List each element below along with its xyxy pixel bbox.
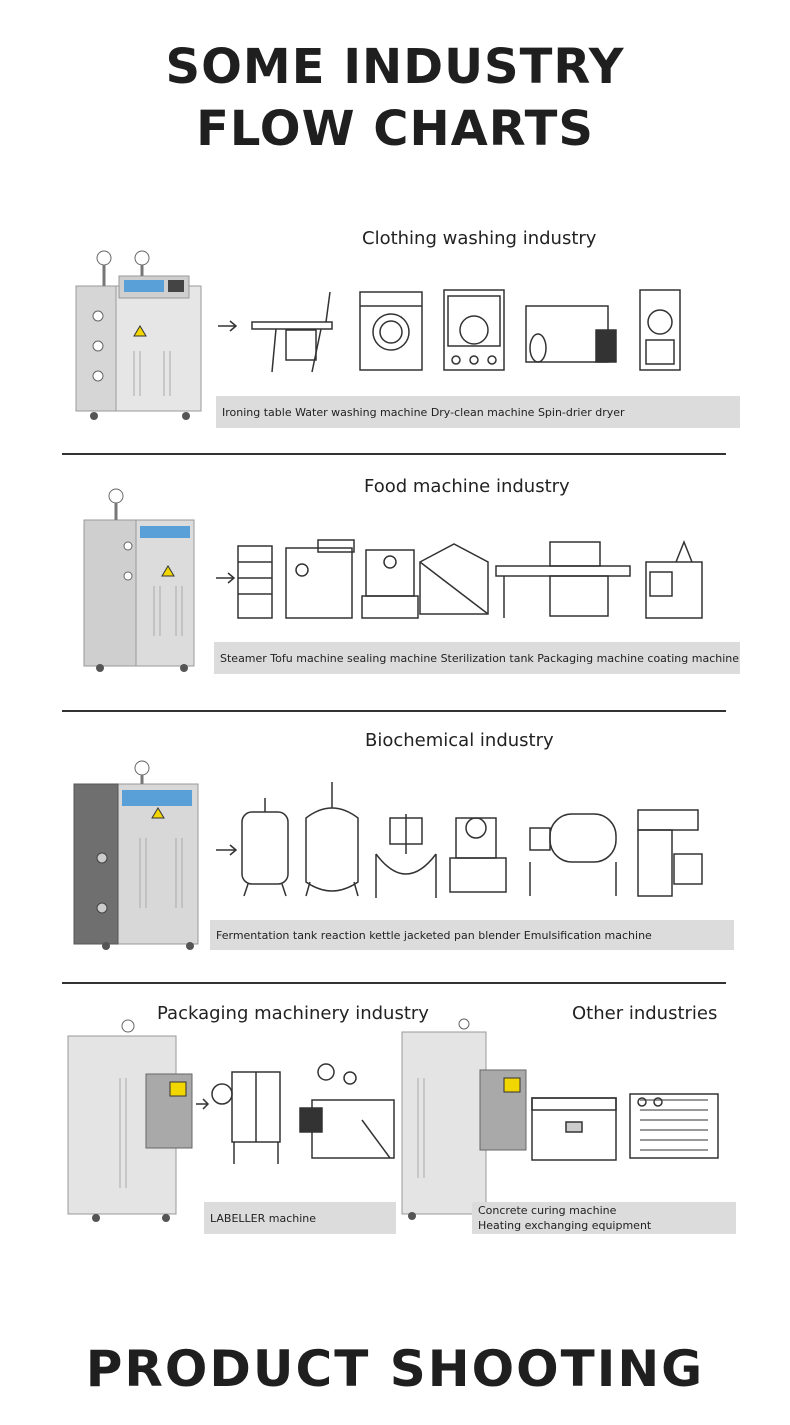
steam-generator-image-4 bbox=[67, 1019, 193, 1222]
steam-generator-image-5 bbox=[401, 1018, 527, 1220]
caption-other: Concrete curing machine Heating exchangi… bbox=[472, 1202, 736, 1234]
section-divider-3 bbox=[62, 982, 726, 984]
food-machines-illustration bbox=[216, 539, 703, 619]
section-title-packaging: Packaging machinery industry bbox=[157, 1003, 429, 1024]
section-title-food: Food machine industry bbox=[364, 476, 570, 497]
caption-biochemical: Fermentation tank reaction kettle jacket… bbox=[210, 920, 734, 950]
caption-food: Steamer Tofu machine sealing machine Ste… bbox=[214, 642, 740, 674]
caption-other-line-2: Heating exchanging equipment bbox=[478, 1219, 652, 1232]
page-title-line-1: SOME INDUSTRY bbox=[165, 39, 625, 95]
steam-generator-image-2 bbox=[83, 488, 195, 672]
section-divider-1 bbox=[62, 453, 726, 455]
page-title-line-2: FLOW CHARTS bbox=[196, 101, 594, 157]
section-title-clothing: Clothing washing industry bbox=[362, 228, 597, 249]
section-title-biochemical: Biochemical industry bbox=[365, 730, 554, 751]
caption-other-line-1: Concrete curing machine bbox=[478, 1204, 617, 1217]
steam-generator-image-3 bbox=[73, 760, 199, 950]
section-title-other: Other industries bbox=[572, 1003, 718, 1024]
biochemical-machines-illustration bbox=[216, 782, 703, 898]
section-divider-2 bbox=[62, 710, 726, 712]
other-equipment-illustration bbox=[531, 1093, 719, 1161]
steam-generator-image-1 bbox=[75, 250, 202, 420]
caption-packaging: LABELLER machine bbox=[204, 1202, 396, 1234]
laundry-machines-illustration bbox=[218, 289, 681, 373]
labeller-machine-illustration bbox=[196, 1063, 395, 1164]
caption-clothing: Ironing table Water washing machine Dry-… bbox=[216, 396, 740, 428]
product-shooting-title: PRODUCT SHOOTING bbox=[85, 1340, 705, 1398]
